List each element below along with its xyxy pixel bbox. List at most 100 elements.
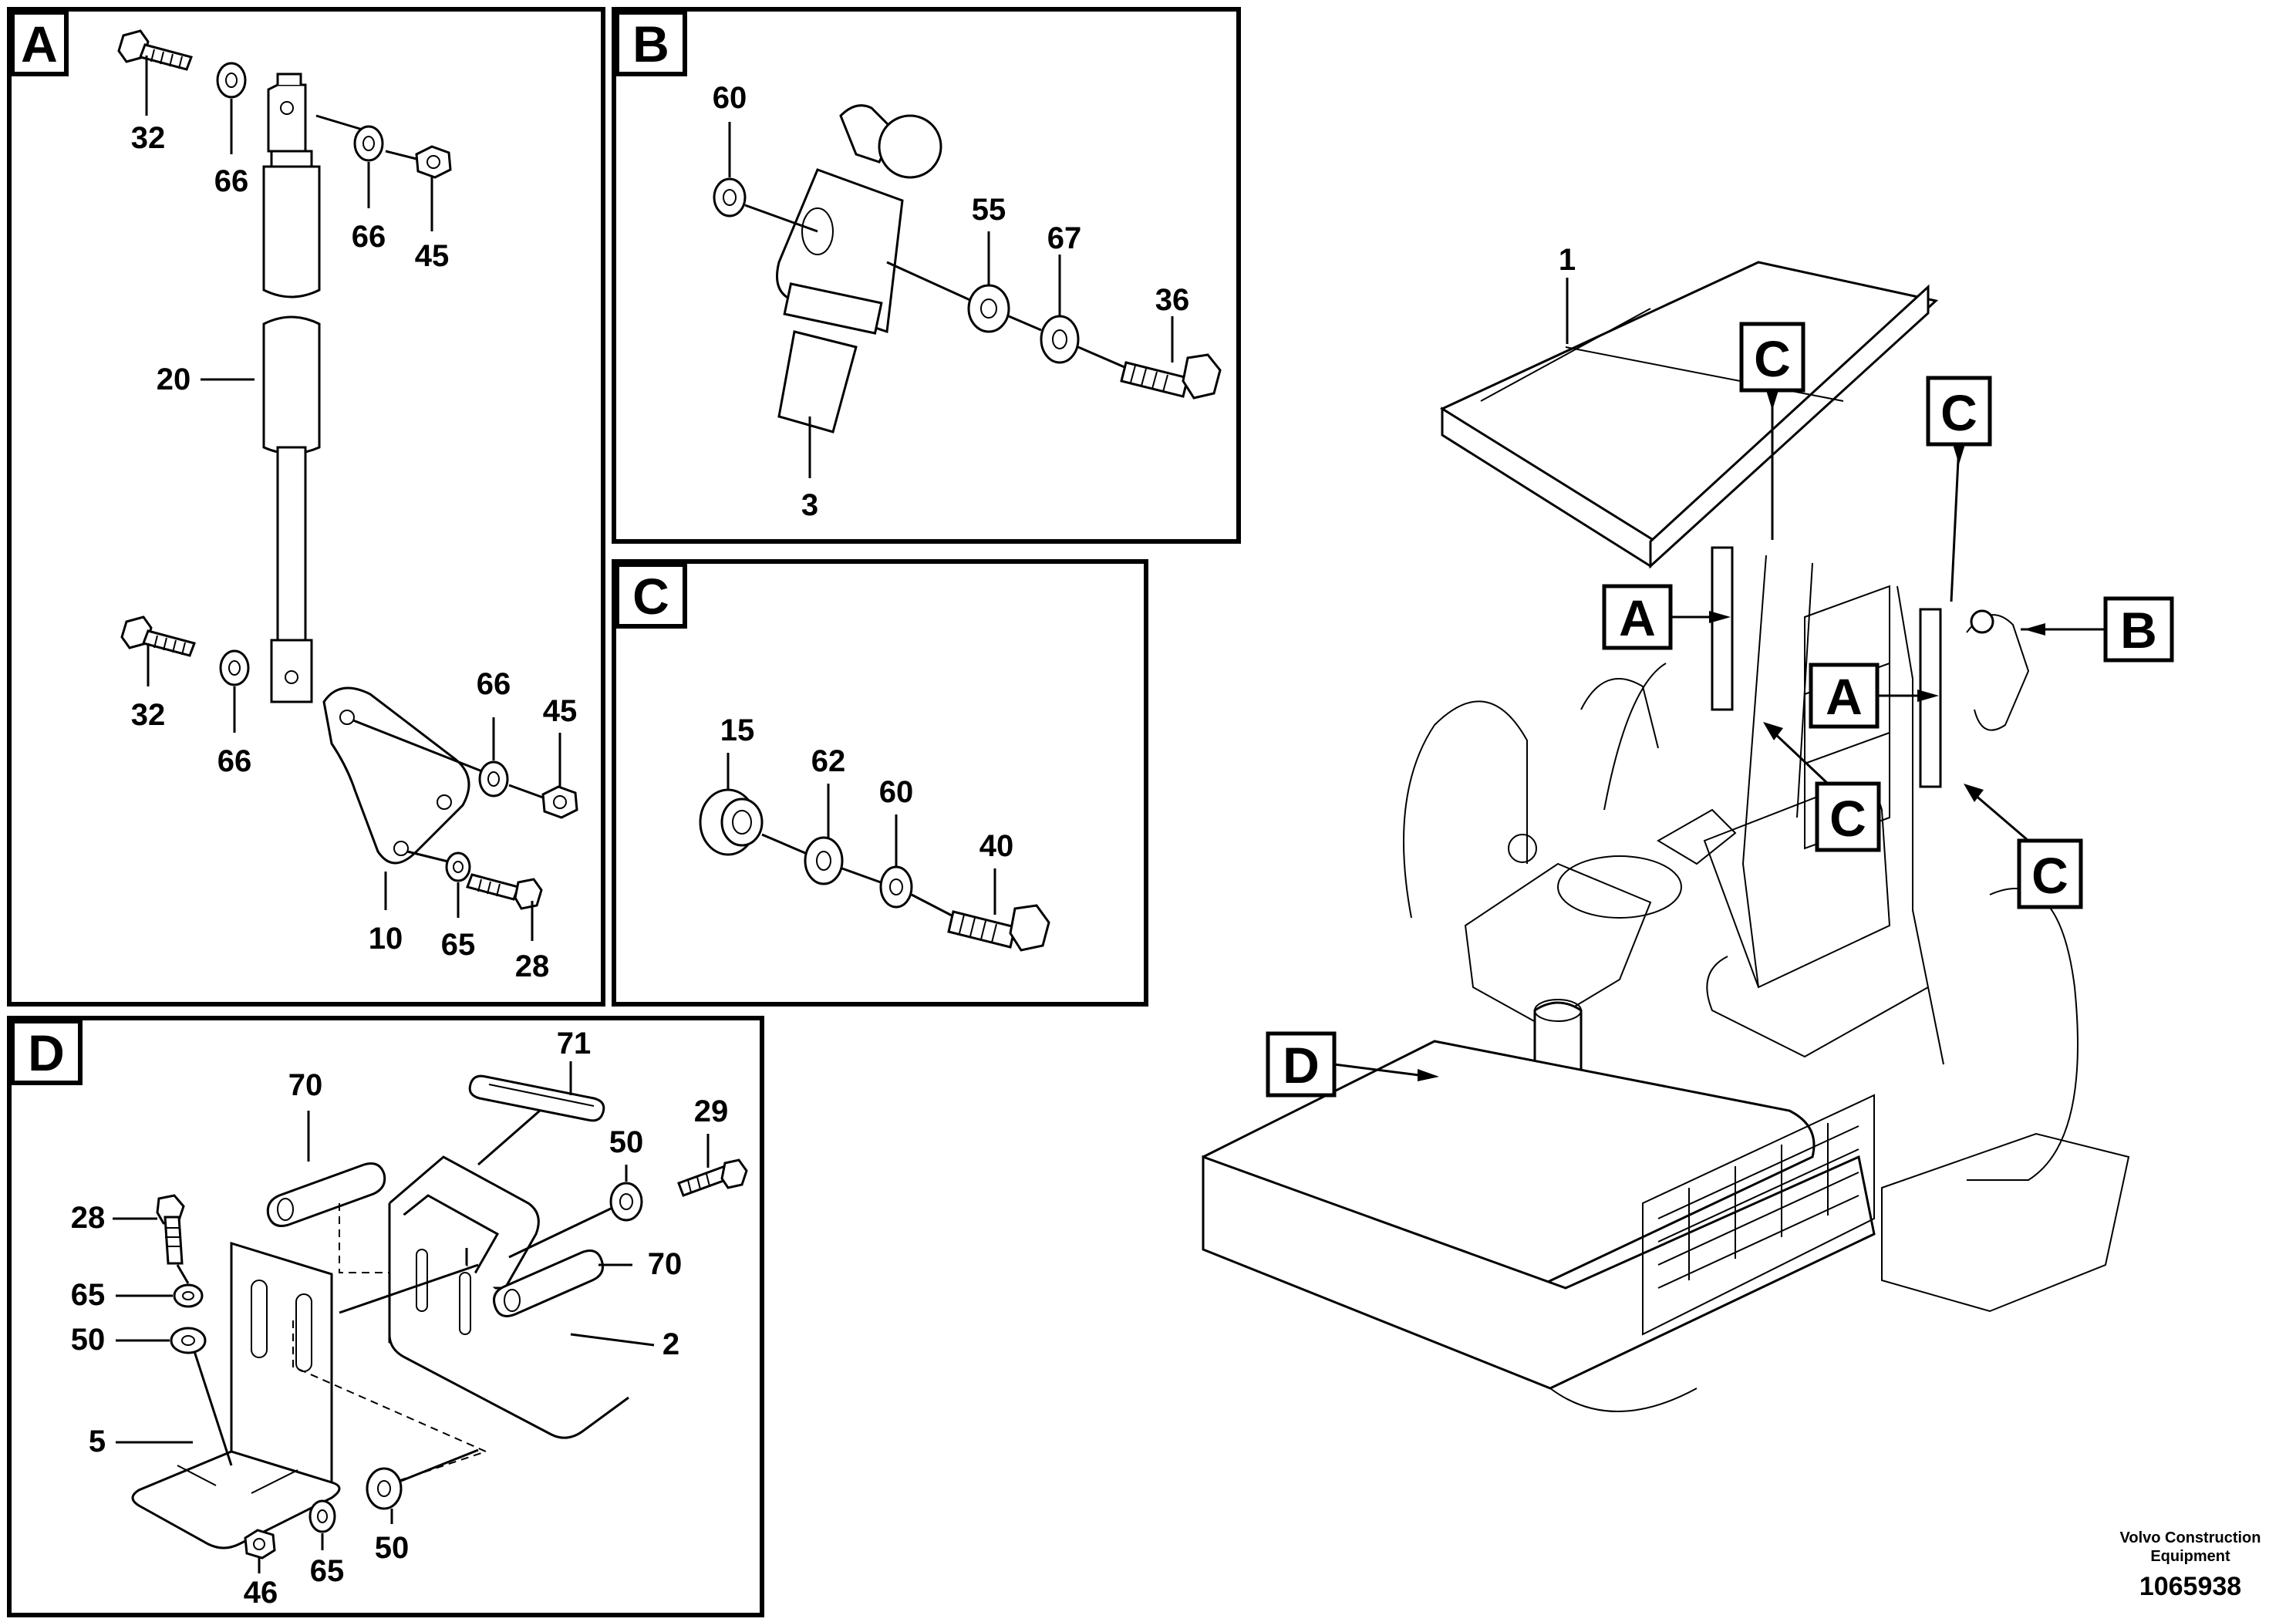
credit-line-1: Volvo Construction	[2120, 1529, 2261, 1546]
callout-1: 1	[1559, 243, 1576, 277]
angle-bracket-5	[131, 1241, 341, 1549]
callout-28-d: 28	[71, 1201, 106, 1235]
callout-36: 36	[1155, 283, 1190, 317]
engine-hood	[1202, 1040, 2130, 1412]
svg-text:B: B	[2120, 602, 2157, 659]
nut-45-bottom	[541, 785, 578, 819]
callout-10: 10	[369, 922, 403, 956]
machine-overview: 1	[1202, 243, 2174, 1412]
washer-62	[804, 836, 844, 885]
bolt-29	[677, 1158, 748, 1197]
strip-70-right	[493, 1249, 604, 1317]
panel-b-badge	[615, 10, 687, 76]
strip-70-top	[266, 1162, 386, 1227]
strip-71	[468, 1074, 605, 1122]
callout-70-top: 70	[288, 1068, 323, 1102]
washer-50-left	[170, 1327, 207, 1354]
panel-d: D 70 71 2 70	[7, 1016, 764, 1617]
callout-32-bottom: 32	[131, 698, 166, 732]
bolt-32-top	[117, 29, 193, 71]
panel-b-letter: B	[632, 15, 669, 73]
bracket-10	[322, 686, 470, 865]
callout-2: 2	[663, 1327, 679, 1361]
gas-spring-20	[262, 73, 321, 703]
bolt-28	[466, 873, 543, 910]
panel-c-frame	[612, 559, 1148, 1007]
bushing-15	[699, 788, 764, 856]
svg-text:A: A	[1826, 668, 1863, 725]
tag-d-1: D	[1266, 1031, 1337, 1098]
callout-20: 20	[157, 363, 191, 396]
panel-b: B 60 3 55 67 36	[612, 7, 1241, 544]
canopy	[1439, 261, 1939, 569]
tag-b-1: B	[2103, 596, 2174, 663]
callout-50-bottom: 50	[375, 1531, 410, 1565]
callout-65: 65	[441, 928, 476, 962]
lever-3	[776, 104, 942, 433]
panel-a-letter: A	[21, 15, 58, 73]
callout-15: 15	[720, 713, 755, 747]
callout-50-top: 50	[609, 1125, 644, 1159]
panel-c-letter: C	[632, 568, 669, 625]
tag-c-2: C	[1926, 376, 1992, 447]
credit-line-2: Equipment	[2150, 1548, 2230, 1565]
callout-65-d: 65	[71, 1278, 106, 1312]
callout-60-c: 60	[879, 775, 914, 809]
svg-text:C: C	[2031, 847, 2068, 904]
svg-text:C: C	[1829, 790, 1866, 847]
callout-65-bottom: 65	[310, 1554, 345, 1588]
gas-strut-left	[1711, 546, 1734, 711]
tag-c-4: C	[2017, 838, 2083, 909]
callout-67: 67	[1047, 221, 1082, 255]
tag-c-1: C	[1739, 322, 1805, 393]
svg-text:D: D	[1283, 1037, 1320, 1094]
washer-66-bottom-right	[478, 760, 509, 798]
svg-text:A: A	[1619, 589, 1656, 646]
nut-45-top	[415, 145, 452, 179]
callout-55: 55	[972, 193, 1006, 227]
washer-66-bottom-left	[219, 649, 250, 686]
washer-50-top	[609, 1182, 643, 1222]
roll-bar-right	[1967, 888, 2079, 1181]
washer-67	[1040, 315, 1080, 364]
callout-32-top: 32	[131, 121, 166, 155]
tag-a-1: A	[1602, 584, 1673, 650]
lever-b	[1970, 609, 1994, 634]
washer-65-bottom	[308, 1499, 336, 1533]
nut-46	[244, 1529, 276, 1560]
washer-65-d	[173, 1283, 204, 1308]
callout-60-b: 60	[713, 81, 747, 115]
callout-45-bottom: 45	[543, 694, 578, 728]
washer-60-b	[713, 177, 747, 218]
washer-65	[445, 851, 471, 882]
callout-62: 62	[811, 744, 846, 778]
washer-55	[967, 284, 1010, 333]
bracket-2	[388, 1155, 629, 1439]
washer-60-c	[879, 865, 913, 909]
panel-a-frame	[7, 7, 605, 1007]
bolt-40	[947, 904, 1050, 952]
callout-71: 71	[557, 1027, 592, 1061]
panel-d-letter: D	[28, 1024, 65, 1081]
panel-d-frame	[7, 1016, 764, 1617]
panel-c-badge	[615, 562, 687, 629]
steering-console	[1464, 808, 1737, 1027]
tag-a-2: A	[1809, 663, 1880, 729]
washer-50-bottom	[366, 1467, 403, 1510]
callout-66-bottom-right: 66	[477, 667, 511, 701]
bolt-32-bottom	[120, 615, 196, 657]
callout-29: 29	[694, 1094, 729, 1128]
roll-bar-left	[1403, 700, 1528, 919]
document-number: 1065938	[2139, 1572, 2241, 1601]
washer-66-top-left	[216, 62, 247, 99]
callout-46: 46	[244, 1576, 278, 1610]
panel-c: C 15 62 60 40	[612, 559, 1148, 1007]
panel-a-badge	[10, 10, 69, 76]
callout-28: 28	[515, 949, 550, 983]
panel-b-frame	[612, 7, 1241, 544]
svg-text:C: C	[1940, 384, 1977, 441]
tag-c-3: C	[1815, 781, 1881, 852]
washer-66-top-right	[353, 125, 384, 162]
callout-70-right: 70	[648, 1247, 683, 1281]
